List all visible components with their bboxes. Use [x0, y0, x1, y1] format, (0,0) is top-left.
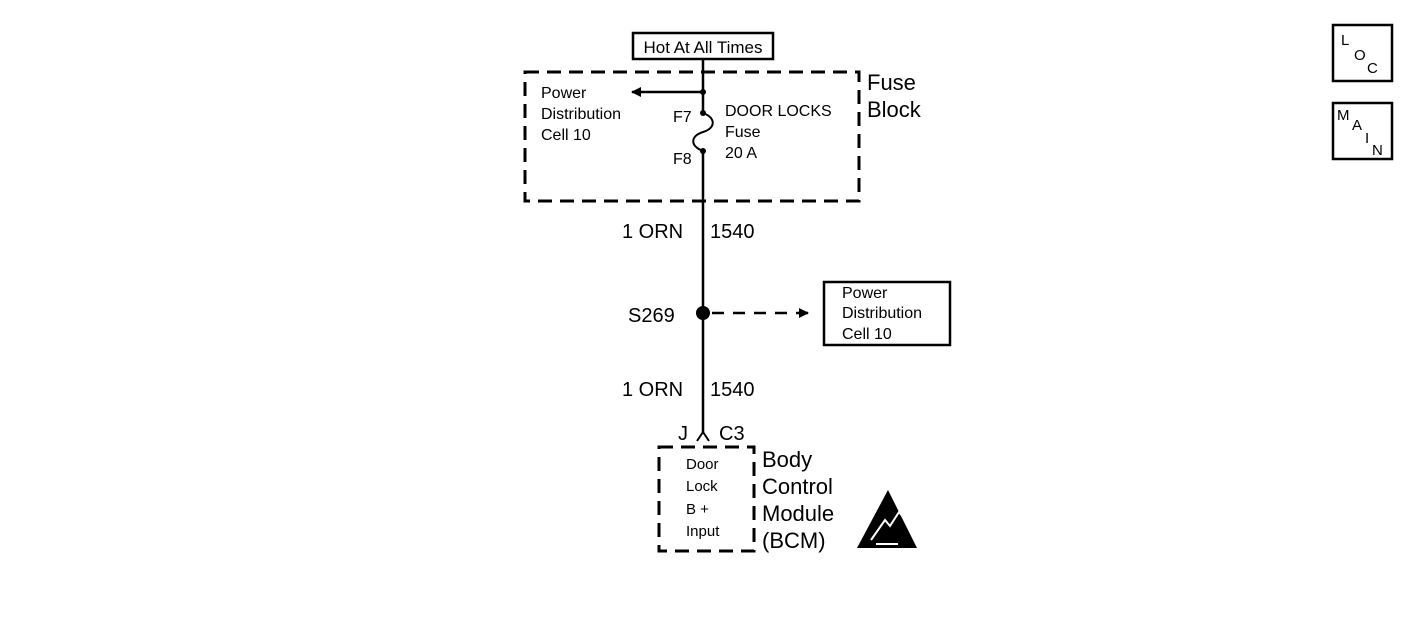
wire1-circuit: 1540: [710, 221, 755, 243]
loc-letter-c: C: [1367, 60, 1378, 77]
module-name-line1: Body: [762, 447, 812, 472]
fuse-terminal-out: F8: [673, 151, 692, 168]
splice-target-line3: Cell 10: [842, 326, 892, 343]
wire2-circuit: 1540: [710, 379, 755, 401]
fuse-block-boundary: [523, 70, 861, 203]
module-name-line3: Module: [762, 501, 834, 526]
connector-id: C3: [719, 423, 745, 445]
fuse-name-line3: 20 A: [725, 145, 757, 162]
splice-id: S269: [628, 305, 675, 327]
loc-letter-l: L: [1341, 32, 1349, 49]
esd-sensitive-icon: [857, 490, 917, 548]
bcm-input-line3: B +: [686, 501, 709, 518]
bcm-input-line4: Input: [686, 523, 720, 540]
fuse-name-line2: Fuse: [725, 124, 761, 141]
power-source-box: Hot At All Times: [631, 31, 775, 61]
fuse-block-title-line2: Block: [867, 97, 922, 122]
splice-target-line2: Distribution: [842, 305, 922, 322]
main-button[interactable]: M A I N: [1331, 101, 1394, 161]
feed-label-line1: Power: [541, 85, 587, 102]
fuse-name-line1: DOOR LOCKS: [725, 103, 832, 120]
loc-button[interactable]: L O C: [1331, 23, 1394, 83]
main-letter-n: N: [1372, 142, 1383, 159]
bcm-input-line1: Door: [686, 456, 719, 473]
fuse-block-title-line1: Fuse: [867, 70, 916, 95]
bcm-boundary: [657, 445, 756, 553]
loc-letter-o: O: [1354, 47, 1366, 64]
main-letter-i: I: [1365, 130, 1369, 147]
splice-dot: [696, 306, 710, 320]
connector-pin-symbol: [696, 430, 710, 442]
power-source-label: Hot At All Times: [643, 38, 762, 57]
main-letter-m: M: [1337, 107, 1350, 124]
fuse-symbol: [692, 112, 714, 152]
main-letter-a: A: [1352, 117, 1362, 134]
connector-pin: J: [678, 423, 688, 445]
module-name-line4: (BCM): [762, 528, 826, 553]
wire2-size-color: 1 ORN: [622, 379, 683, 401]
wire1-size-color: 1 ORN: [622, 221, 683, 243]
module-name-line2: Control: [762, 474, 833, 499]
feed-label-line3: Cell 10: [541, 127, 591, 144]
feed-label-line2: Distribution: [541, 106, 621, 123]
splice-target-line1: Power: [842, 285, 888, 302]
splice-target-box: [822, 280, 952, 347]
fuse-terminal-in: F7: [673, 109, 692, 126]
bcm-input-line2: Lock: [686, 478, 718, 495]
